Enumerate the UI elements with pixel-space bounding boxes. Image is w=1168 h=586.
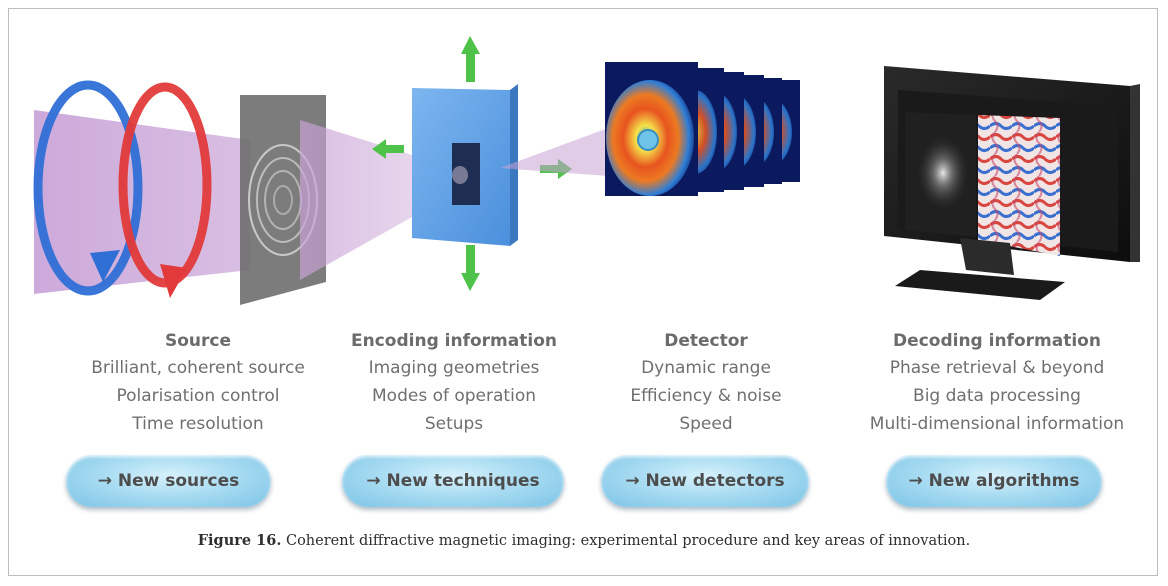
detector-stack-icon: [605, 62, 800, 196]
xray-beam-scattered: [500, 128, 608, 176]
column-line: Efficiency & noise: [630, 386, 782, 406]
monitor-icon: [884, 66, 1140, 300]
new-detectors-pill: → New detectors: [601, 455, 809, 507]
sample-holder-icon: [372, 36, 572, 291]
column-line: Speed: [679, 414, 733, 434]
column-detector: Detector Dynamic range Efficiency & nois…: [556, 328, 856, 438]
column-line: Time resolution: [132, 414, 264, 434]
column-heading: Decoding information: [893, 331, 1101, 351]
circular-polarisation-icon: [33, 80, 212, 298]
new-sources-pill: → New sources: [66, 455, 271, 507]
column-line: Brilliant, coherent source: [91, 358, 305, 378]
new-techniques-pill: → New techniques: [342, 455, 564, 507]
caption-text: Coherent diffractive magnetic imaging: e…: [281, 533, 971, 549]
column-heading: Detector: [664, 331, 748, 351]
figure-label: Figure 16.: [197, 532, 282, 549]
column-decoding: Decoding information Phase retrieval & b…: [832, 328, 1162, 438]
column-encoding: Encoding information Imaging geometries …: [304, 328, 604, 438]
column-line: Big data processing: [913, 386, 1081, 406]
column-line: Setups: [424, 414, 484, 434]
column-line: Polarisation control: [116, 386, 280, 406]
column-heading: Encoding information: [351, 331, 557, 351]
column-line: Dynamic range: [641, 358, 771, 378]
column-line: Multi-dimensional information: [869, 414, 1125, 434]
figure-caption: Figure 16. Coherent diffractive magnetic…: [0, 532, 1168, 549]
column-source: Source Brilliant, coherent source Polari…: [48, 328, 348, 438]
column-line: Modes of operation: [372, 386, 536, 406]
column-line: Phase retrieval & beyond: [889, 358, 1105, 378]
experiment-illustration: [33, 36, 1140, 305]
column-heading: Source: [164, 331, 232, 351]
column-line: Imaging geometries: [368, 358, 540, 378]
new-algorithms-pill: → New algorithms: [886, 455, 1102, 507]
